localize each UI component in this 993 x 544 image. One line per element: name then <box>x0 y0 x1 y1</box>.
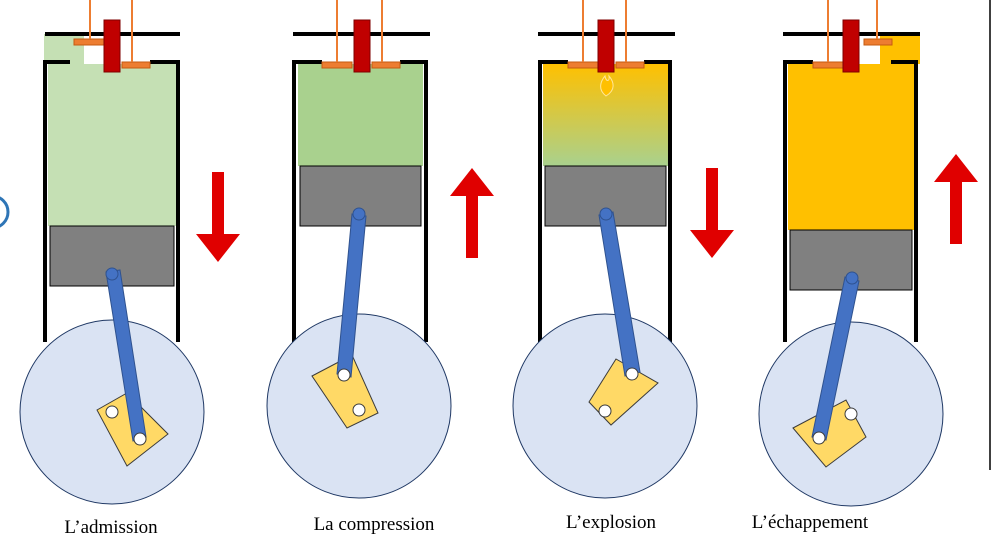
spark-plug <box>597 19 615 73</box>
stroke-compression: La compression <box>266 0 494 535</box>
intake-valve <box>321 61 353 69</box>
intake-valve <box>73 38 105 46</box>
flame-icon <box>600 74 614 97</box>
crank-pin <box>105 405 119 419</box>
wrist-pin <box>105 267 119 281</box>
crank-pin <box>352 403 366 417</box>
exhaust-valve <box>371 61 401 69</box>
spark-plug <box>103 19 121 73</box>
gas-fill <box>298 64 423 166</box>
rod-big-end <box>625 367 639 381</box>
wrist-pin <box>599 207 613 221</box>
down-arrow-icon <box>690 168 734 258</box>
wrist-pin <box>352 207 366 221</box>
spark-plug <box>353 19 371 73</box>
up-arrow-icon <box>450 168 494 258</box>
up-arrow-icon <box>934 154 978 244</box>
crank-pin <box>844 407 858 421</box>
stroke-power: L’explosion <box>512 0 734 533</box>
crank-pin <box>598 404 612 418</box>
rod-big-end <box>812 431 826 445</box>
stroke-label: L’admission <box>64 517 158 538</box>
down-arrow-icon <box>196 172 240 262</box>
gas-fill <box>48 64 176 226</box>
stroke-label: L’échappement <box>752 512 869 533</box>
spark-plug <box>842 19 860 73</box>
stroke-intake: L’admission <box>19 0 240 538</box>
exhaust-valve <box>121 61 151 69</box>
edge-circle <box>0 196 10 228</box>
intake-valve <box>812 61 844 69</box>
exhaust-valve <box>863 38 893 46</box>
gas-fill <box>788 64 914 230</box>
exhaust-valve <box>615 61 645 69</box>
wrist-pin <box>845 271 859 285</box>
stroke-label: L’explosion <box>566 512 657 533</box>
rod-big-end <box>133 432 147 446</box>
rod-big-end <box>337 368 351 382</box>
stroke-label: La compression <box>314 514 435 535</box>
stroke-exhaust: L’échappement <box>752 0 978 533</box>
intake-valve <box>567 61 599 69</box>
